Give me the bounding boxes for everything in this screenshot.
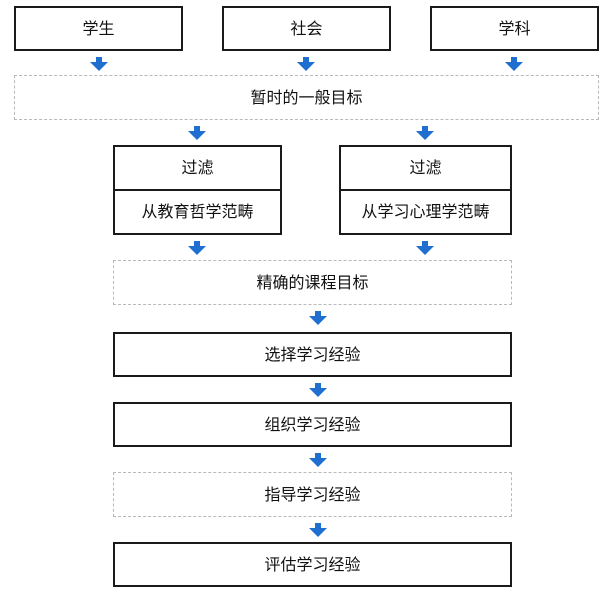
arrow-down-icon [416,241,434,255]
arrow-down-icon [416,126,434,140]
select-experiences-label: 选择学习经验 [264,344,361,364]
source-subject-label: 学科 [498,18,531,38]
arrow-down-icon [188,241,206,255]
arrow-down-icon [188,126,206,140]
arrow-down-icon [309,383,327,397]
filter-left-title-label: 过滤 [181,158,214,177]
source-student-box: 学生 [14,6,183,51]
filter-right-detail-box: 从学习心理学范畴 [339,189,512,235]
arrow-down-icon [309,523,327,537]
evaluate-experiences-label: 评估学习经验 [264,554,361,574]
filter-left-detail-box: 从教育哲学范畴 [113,189,282,235]
filter-left-title-box: 过滤 [113,145,282,191]
arrow-down-icon [505,57,523,71]
evaluate-experiences-box: 评估学习经验 [113,542,512,587]
guide-experiences-label: 指导学习经验 [264,484,361,504]
arrow-down-icon [297,57,315,71]
arrow-down-icon [90,57,108,71]
precise-objectives-box: 精确的课程目标 [113,260,512,305]
source-society-box: 社会 [222,6,391,51]
organize-experiences-box: 组织学习经验 [113,402,512,447]
arrow-down-icon [309,453,327,467]
precise-objectives-label: 精确的课程目标 [256,272,369,292]
filter-right-detail-label: 从学习心理学范畴 [361,202,490,221]
guide-experiences-box: 指导学习经验 [113,472,512,517]
tentative-objectives-label: 暂时的一般目标 [250,87,363,107]
source-society-label: 社会 [290,18,323,38]
select-experiences-box: 选择学习经验 [113,332,512,377]
filter-right-title-label: 过滤 [409,158,442,177]
organize-experiences-label: 组织学习经验 [264,414,361,434]
arrow-down-icon [309,311,327,325]
filter-right-title-box: 过滤 [339,145,512,191]
filter-left-detail-label: 从教育哲学范畴 [141,202,254,221]
tentative-objectives-box: 暂时的一般目标 [14,75,599,120]
source-subject-box: 学科 [430,6,599,51]
source-student-label: 学生 [82,18,115,38]
